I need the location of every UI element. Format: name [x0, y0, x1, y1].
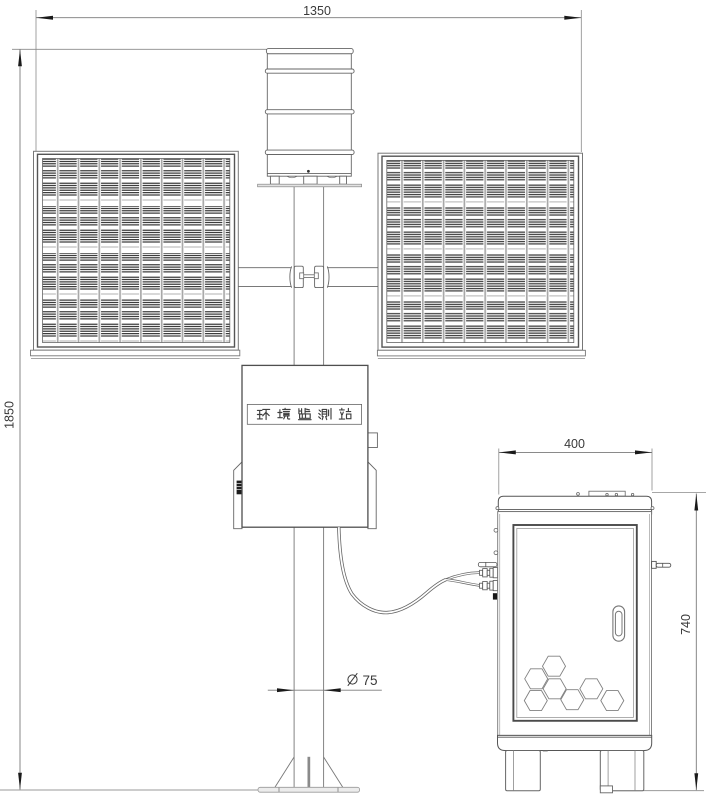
svg-text:75: 75 — [362, 673, 377, 688]
svg-text:740: 740 — [679, 614, 693, 635]
svg-text:1350: 1350 — [303, 4, 331, 18]
svg-text:1850: 1850 — [3, 401, 17, 429]
svg-text:400: 400 — [564, 437, 585, 451]
